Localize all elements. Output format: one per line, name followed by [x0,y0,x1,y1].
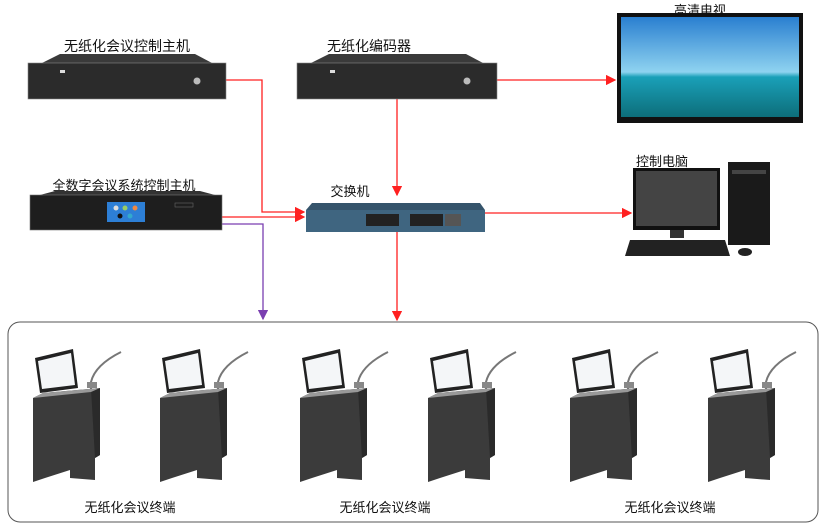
paperless-terminal-unit [708,349,797,482]
link-controller-switch [226,79,306,218]
connections [222,74,633,322]
paperless-controller-device [27,54,227,100]
paperless-terminal-unit [300,349,389,482]
hd-tv-label: 高清电视 [673,4,727,19]
terminal-area-frame [7,321,819,523]
control-pc-label: 控制电脑 [635,155,689,170]
digital-controller-device [29,191,223,231]
terminal-label: 无纸化会议终端 [624,501,716,516]
digital-controller-label: 全数字会议系统控制主机 [52,179,196,194]
paperless-encoder-device [296,54,498,100]
terminal-devices [33,349,797,482]
switch-label: 交换机 [330,185,370,200]
paperless-encoder-label: 无纸化编码器 [327,39,411,55]
paperless-terminal-unit [33,349,122,482]
paperless-terminal-unit [428,349,517,482]
paperless-terminal-unit [160,349,249,482]
paperless-terminal-unit [570,349,659,482]
switch-device [306,203,485,232]
terminal-label: 无纸化会议终端 [339,501,431,516]
link-digital-terminals [222,223,269,321]
touchscreen [107,202,145,222]
hd-tv-device [617,13,803,123]
control-pc-device [625,162,770,256]
terminal-label: 无纸化会议终端 [84,501,176,516]
paperless-controller-label: 无纸化会议控制主机 [64,39,190,55]
